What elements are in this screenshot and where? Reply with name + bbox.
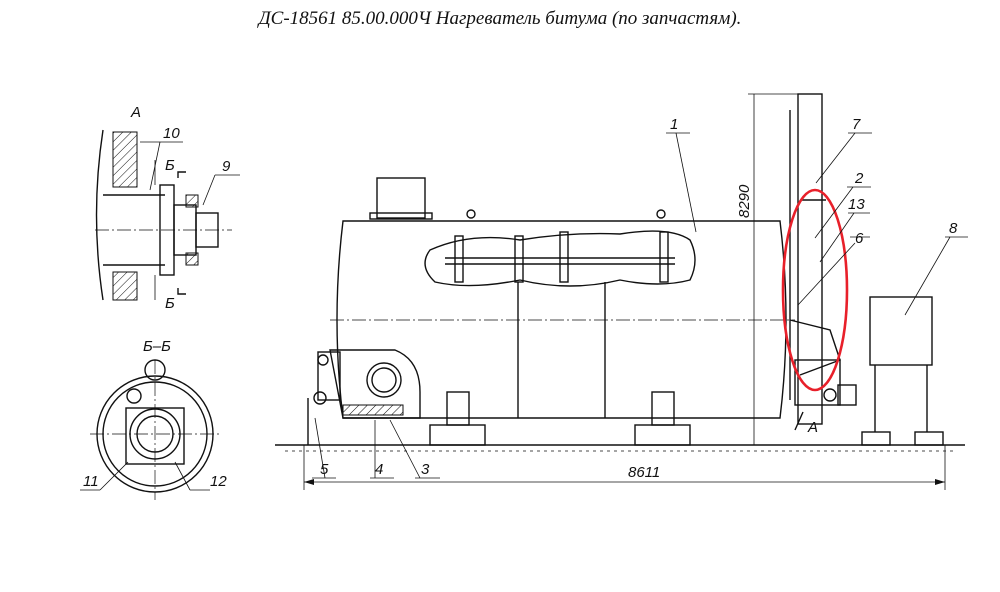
drawing-title: ДС-18561 85.00.000Ч Нагреватель битума (… xyxy=(258,8,742,29)
wall-insulation-bottom xyxy=(112,271,138,301)
height-value: 8290 xyxy=(736,184,753,218)
tank-body xyxy=(330,177,795,419)
height-dimension: 8290 xyxy=(736,93,810,445)
section-view-bb: Б–Б 11 12 xyxy=(80,338,227,500)
section-bb-label: Б–Б xyxy=(143,338,171,355)
callout-5: 5 xyxy=(320,461,329,478)
callout-4: 4 xyxy=(375,461,383,478)
wall-insulation-top xyxy=(112,131,138,188)
callout-7: 7 xyxy=(852,116,861,133)
callout-8: 8 xyxy=(949,220,958,237)
callout-6: 6 xyxy=(855,230,864,247)
callout-2: 2 xyxy=(854,170,864,187)
length-dimension: 8611 xyxy=(303,445,946,490)
highlight-ellipse xyxy=(781,188,849,392)
main-view: А 8290 8611 1 xyxy=(275,93,968,490)
cut-mark-b-bottom: Б xyxy=(165,295,175,312)
callout-10: 10 xyxy=(163,125,180,142)
base-supports xyxy=(429,391,944,446)
detail-view-a: А Б Б 10 9 xyxy=(95,104,240,312)
burner-assembly xyxy=(307,349,421,445)
view-marker-a: А xyxy=(807,419,818,436)
callout-leaders xyxy=(312,132,968,479)
callout-9: 9 xyxy=(222,158,231,175)
callout-11: 11 xyxy=(83,473,99,490)
cut-mark-b-top: Б xyxy=(165,157,175,174)
callout-3: 3 xyxy=(421,461,430,478)
detail-a-label: А xyxy=(130,104,141,121)
control-cabinet xyxy=(869,296,933,432)
callout-12: 12 xyxy=(210,473,227,490)
length-value: 8611 xyxy=(628,464,660,481)
callout-13: 13 xyxy=(848,196,865,213)
callout-1: 1 xyxy=(670,116,678,133)
